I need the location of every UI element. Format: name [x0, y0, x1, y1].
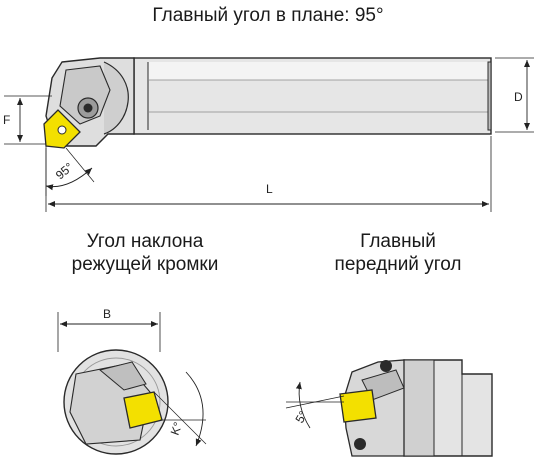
caption-inclination-angle: Угол наклона режущей кромки	[0, 230, 290, 276]
bottom-right-view: 5°	[285, 359, 493, 457]
bottom-left-view: B K°	[57, 307, 207, 455]
angle-95: 95°	[45, 146, 95, 196]
label-angle-5: 5°	[292, 408, 310, 425]
caption-right-line-1: Главный	[360, 231, 436, 252]
dimension-d: D	[495, 57, 534, 133]
label-b: B	[103, 307, 111, 321]
dimension-l: L	[45, 136, 492, 212]
cutting-insert-rake	[339, 389, 377, 423]
top-view-toolholder	[43, 57, 492, 149]
caption-left-line-2: режущей кромки	[71, 254, 219, 275]
clamp-screw-side	[380, 360, 392, 372]
label-angle-95: 95°	[53, 160, 76, 183]
dimension-f: F	[3, 95, 52, 145]
caption-right-line-2: передний угол	[334, 254, 462, 275]
label-l: L	[266, 182, 273, 196]
label-angle-k: K°	[168, 420, 186, 437]
label-d: D	[514, 90, 523, 104]
diagram-title: Главный угол в плане: 95°	[152, 5, 384, 26]
label-f: F	[3, 113, 10, 127]
caption-left-line-1: Угол наклона	[86, 231, 204, 252]
caption-rake-angle: Главный передний угол	[280, 230, 516, 276]
